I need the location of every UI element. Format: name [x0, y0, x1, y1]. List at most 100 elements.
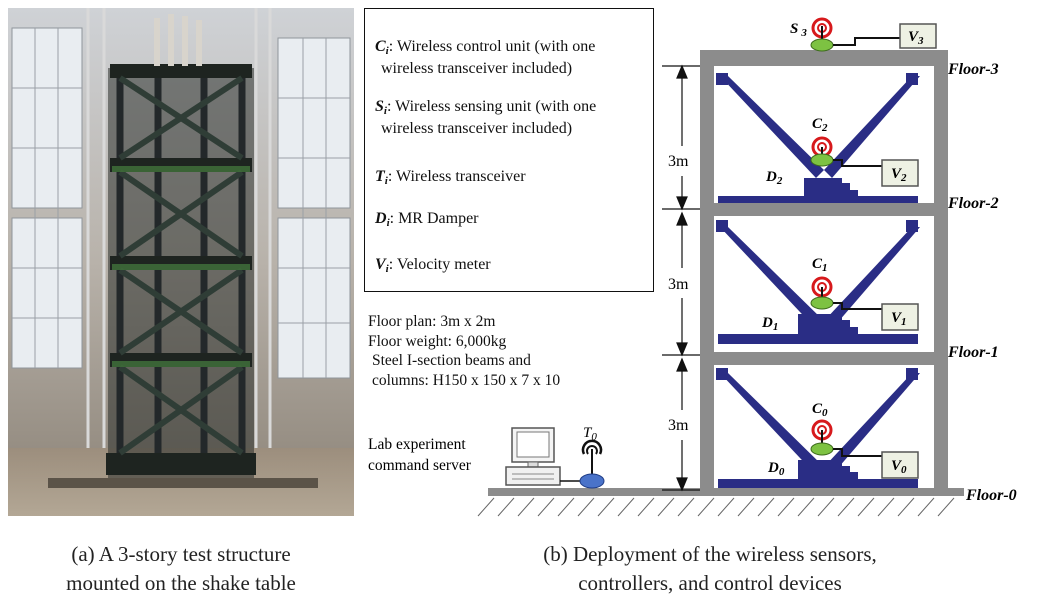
legend-subscript: i: [385, 45, 389, 57]
meter-subscript: 3: [917, 35, 924, 47]
ground-line: [488, 488, 964, 496]
story-height-label: 3m: [668, 417, 689, 434]
server-label-line1: Lab experiment: [368, 436, 466, 453]
server-label-line2: command server: [368, 457, 472, 474]
floor-label: Floor-1: [947, 344, 999, 361]
legend-symbol: T: [375, 168, 385, 185]
legend-control-unit-line2: wireless transceiver included): [381, 60, 573, 77]
structure-specs: Floor plan: 3m x 2m Floor weight: 6,000k…: [368, 312, 560, 390]
caption-b-line1: (b) Deployment of the wireless sensors,: [543, 542, 877, 566]
floor-label: Floor-3: [947, 61, 999, 78]
ground-hatching: [477, 497, 955, 517]
transceiver-label: T0: [583, 425, 597, 443]
controller-label: C0: [812, 401, 828, 419]
damper-symbol: D: [765, 169, 777, 185]
control-unit-c0: [810, 419, 834, 456]
caption-b: (b) Deployment of the wireless sensors, …: [430, 540, 990, 598]
transceiver-symbol: T: [583, 425, 593, 441]
meter-subscript: 2: [900, 172, 907, 184]
damper-subscript: 0: [779, 466, 785, 478]
antenna-icon: [811, 17, 833, 39]
damper-subscript: 2: [776, 175, 783, 187]
legend-text: : Velocity meter: [388, 256, 491, 273]
bracing-and-dampers: [716, 73, 920, 488]
sensing-unit-s3: [810, 17, 834, 52]
legend-symbol: S: [375, 98, 384, 115]
damper-label: D0: [767, 460, 785, 478]
antenna-icon: [811, 276, 833, 298]
legend-symbol: D: [375, 210, 387, 227]
controller-subscript: 0: [822, 407, 828, 419]
legend-transceiver: Ti: Wireless transceiver: [375, 167, 526, 191]
controller-label: C1: [812, 256, 828, 274]
antenna-icon: [811, 419, 833, 441]
meter-symbol: V: [891, 310, 903, 326]
legend-symbol: C: [375, 38, 386, 55]
floor-label: Floor-2: [947, 195, 999, 212]
antenna-icon: [581, 439, 603, 455]
legend-control-unit: Ci: Wireless control unit (with one: [375, 37, 595, 61]
velocity-meter-v1: [881, 303, 919, 331]
meter-subscript: 0: [901, 464, 907, 476]
damper-label: D2: [765, 169, 783, 187]
velocity-meter-v0: [881, 451, 919, 479]
transceiver-subscript: 0: [591, 431, 597, 443]
legend-sensing-unit-line2: wireless transceiver included): [381, 120, 573, 137]
meter-subscript: 1: [901, 316, 907, 328]
meter-symbol: V: [908, 29, 920, 45]
controller-label: C2: [812, 116, 828, 134]
legend-subscript: i: [383, 105, 387, 117]
legend-sensing-unit: Si: Wireless sensing unit (with one: [375, 97, 596, 121]
control-unit-c1: [810, 276, 834, 310]
test-structure-photo: [8, 8, 354, 516]
legend-text: : Wireless control unit (with one: [388, 38, 596, 55]
computer-icon: [505, 427, 561, 486]
velocity-meter-v3: [899, 23, 937, 49]
dimension-arrows: [662, 64, 700, 492]
spec-beams-line2: columns: H150 x 150 x 7 x 10: [372, 371, 561, 389]
legend-symbol: V: [375, 256, 386, 273]
floor-label: Floor-0: [965, 487, 1017, 504]
spec-floor-plan: Floor plan: 3m x 2m: [368, 313, 496, 330]
controller-subscript: 2: [821, 122, 828, 134]
damper-symbol: D: [761, 315, 773, 331]
meter-label: V2: [891, 166, 907, 184]
controller-subscript: 1: [822, 262, 828, 274]
legend-box: Ci: Wireless control unit (with one wire…: [364, 8, 654, 292]
spec-floor-weight: Floor weight: 6,000kg: [368, 332, 507, 350]
caption-a-line2: mounted on the shake table: [66, 571, 296, 595]
control-unit-c2: [810, 136, 834, 167]
story-height-label: 3m: [668, 153, 689, 170]
velocity-meter-v2: [881, 159, 919, 187]
story-height-label: 3m: [668, 276, 689, 293]
controller-symbol: C: [812, 116, 823, 132]
meter-label: V3: [908, 29, 924, 47]
meter-label: V1: [891, 310, 907, 328]
meter-symbol: V: [891, 166, 903, 182]
damper-subscript: 1: [773, 321, 779, 333]
caption-a: (a) A 3-story test structure mounted on …: [0, 540, 362, 598]
legend-text: : MR Damper: [389, 210, 479, 227]
meter-label: V0: [891, 458, 907, 476]
legend-damper: Di: MR Damper: [375, 209, 479, 233]
legend-velocity-meter: Vi: Velocity meter: [375, 255, 491, 279]
sensor-symbol: S: [790, 21, 798, 37]
transceiver-t0: [579, 439, 605, 489]
legend-subscript: i: [385, 263, 389, 275]
building-frame: [700, 50, 948, 492]
controller-symbol: C: [812, 256, 823, 272]
caption-a-line1: (a) A 3-story test structure: [71, 542, 291, 566]
antenna-icon: [811, 136, 833, 158]
sensor-subscript: 3: [800, 27, 807, 39]
damper-label: D1: [761, 315, 778, 333]
legend-subscript: i: [384, 175, 388, 187]
legend-subscript: i: [386, 217, 390, 229]
controller-symbol: C: [812, 401, 823, 417]
meter-symbol: V: [891, 458, 903, 474]
spec-beams-line1: Steel I-section beams and: [372, 352, 531, 369]
legend-text: : Wireless transceiver: [387, 168, 526, 185]
legend-text: : Wireless sensing unit (with one: [386, 98, 597, 115]
damper-symbol: D: [767, 460, 779, 476]
caption-b-line2: controllers, and control devices: [578, 571, 842, 595]
